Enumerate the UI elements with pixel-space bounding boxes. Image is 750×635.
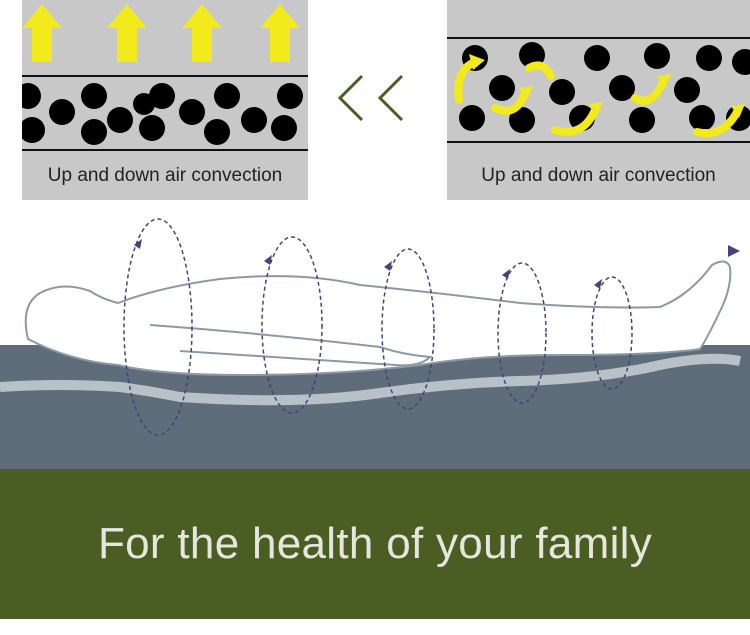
right-caption: Up and down air convection: [481, 165, 716, 186]
bottom-banner: For the health of your family: [0, 469, 750, 619]
up-arrow-icon: [22, 4, 300, 62]
double-chevron-left-icon: [337, 74, 404, 122]
right-convection-diagram: [447, 37, 750, 143]
bottom-strip: [0, 619, 750, 635]
airflow-loops: [123, 218, 633, 436]
body-on-mattress-illustration: [0, 218, 750, 469]
left-convection-diagram: [22, 4, 308, 151]
left-convection-panel: Up and down air convection: [22, 0, 308, 200]
airflow-arrow-icon: [134, 239, 740, 289]
left-caption: Up and down air convection: [47, 165, 283, 186]
right-convection-panel: Up and down air convection: [447, 0, 750, 200]
banner-slogan: For the health of your family: [97, 519, 653, 568]
